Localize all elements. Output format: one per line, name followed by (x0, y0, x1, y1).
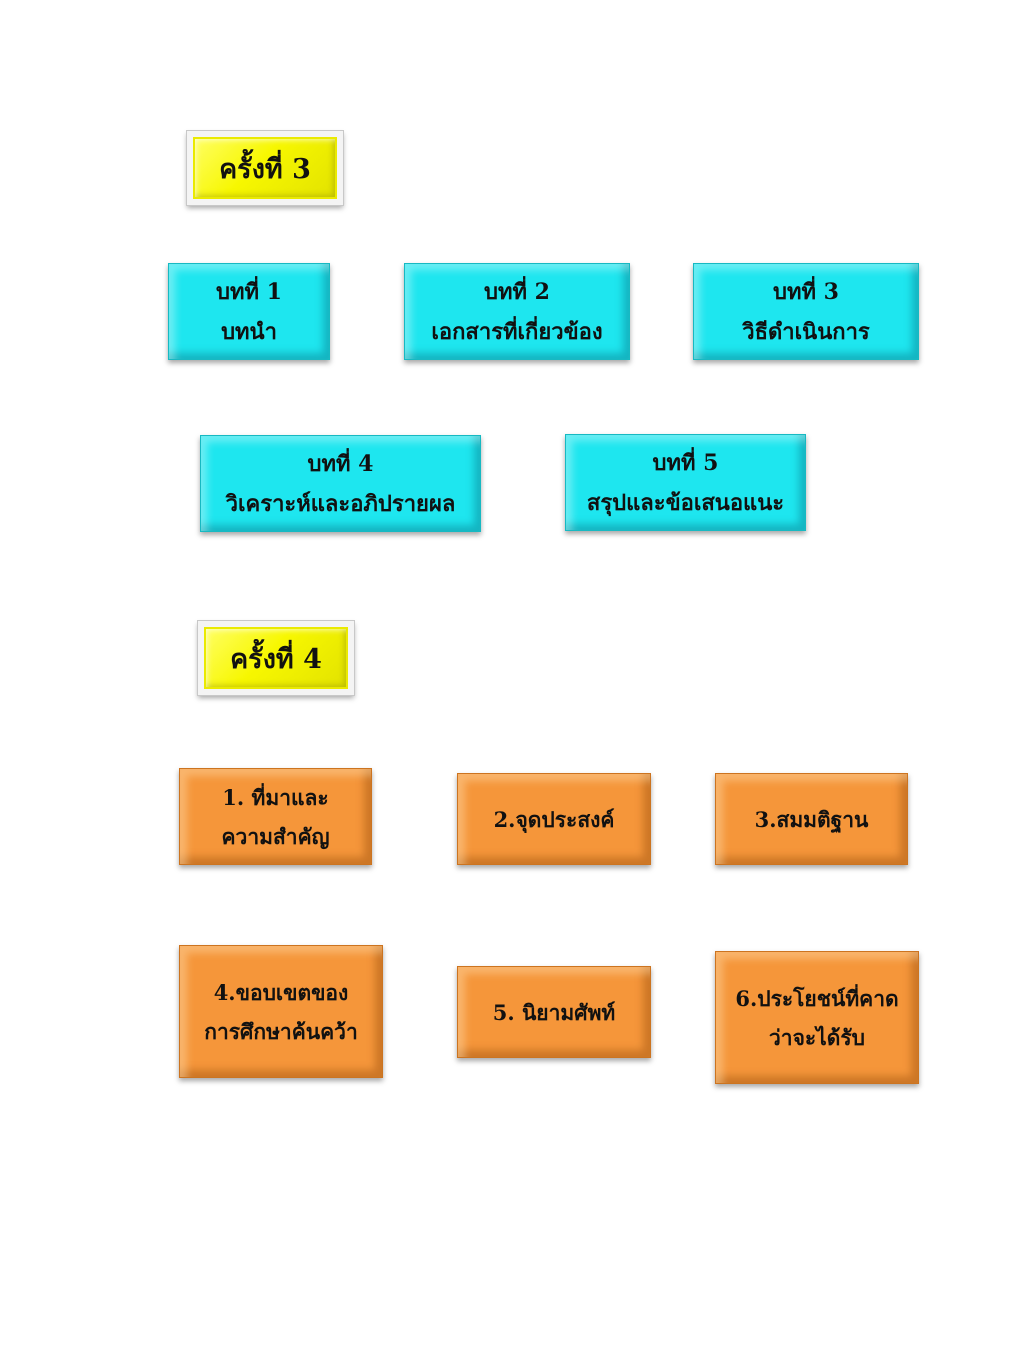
session-4-label: ครั้งที่ 4 (197, 620, 355, 696)
topic-5-line-1: 5. นิยามศัพท์ (492, 999, 616, 1025)
chapter-2-subtitle: เอกสารที่เกี่ยวข้อง (431, 318, 603, 345)
topic-6-box: 6.ประโยชน์ที่คาด ว่าจะได้รับ (715, 951, 919, 1084)
chapter-3-box: บทที่ 3 วิธีดำเนินการ (693, 263, 919, 360)
topic-6-line-2: ว่าจะได้รับ (769, 1024, 865, 1050)
chapter-4-subtitle: วิเคราะห์และอภิปรายผล (225, 490, 456, 517)
topic-2-box: 2.จุดประสงค์ (457, 773, 651, 865)
session-4-label-text: ครั้งที่ 4 (230, 643, 322, 675)
topic-1-line-1: 1. ที่มาและ (222, 784, 329, 810)
chapter-5-box: บทที่ 5 สรุปและข้อเสนอแนะ (565, 434, 806, 531)
chapter-2-title: บทที่ 2 (484, 278, 550, 305)
topic-1-line-2: ความสำคัญ (221, 823, 330, 849)
chapter-1-title: บทที่ 1 (216, 278, 282, 305)
chapter-2-box: บทที่ 2 เอกสารที่เกี่ยวข้อง (404, 263, 630, 360)
chapter-1-subtitle: บทนำ (221, 318, 277, 345)
chapter-1-box: บทที่ 1 บทนำ (168, 263, 330, 360)
topic-1-box: 1. ที่มาและ ความสำคัญ (179, 768, 372, 865)
chapter-4-title: บทที่ 4 (307, 450, 374, 477)
chapter-4-box: บทที่ 4 วิเคราะห์และอภิปรายผล (200, 435, 481, 532)
session-3-label: ครั้งที่ 3 (186, 130, 344, 206)
topic-2-line-1: 2.จุดประสงค์ (493, 806, 615, 832)
topic-4-line-1: 4.ขอบเขตของ (213, 979, 349, 1005)
chapter-5-subtitle: สรุปและข้อเสนอแนะ (586, 489, 785, 516)
topic-4-box: 4.ขอบเขตของ การศึกษาค้นคว้า (179, 945, 383, 1078)
topic-3-box: 3.สมมติฐาน (715, 773, 908, 865)
chapter-3-title: บทที่ 3 (773, 278, 839, 305)
topic-4-line-2: การศึกษาค้นคว้า (204, 1018, 358, 1044)
topic-5-box: 5. นิยามศัพท์ (457, 966, 651, 1058)
topic-6-line-1: 6.ประโยชน์ที่คาด (735, 985, 899, 1011)
chapter-5-title: บทที่ 5 (652, 449, 719, 476)
topic-3-line-1: 3.สมมติฐาน (754, 806, 869, 832)
session-3-label-text: ครั้งที่ 3 (219, 153, 311, 185)
chapter-3-subtitle: วิธีดำเนินการ (742, 318, 870, 345)
